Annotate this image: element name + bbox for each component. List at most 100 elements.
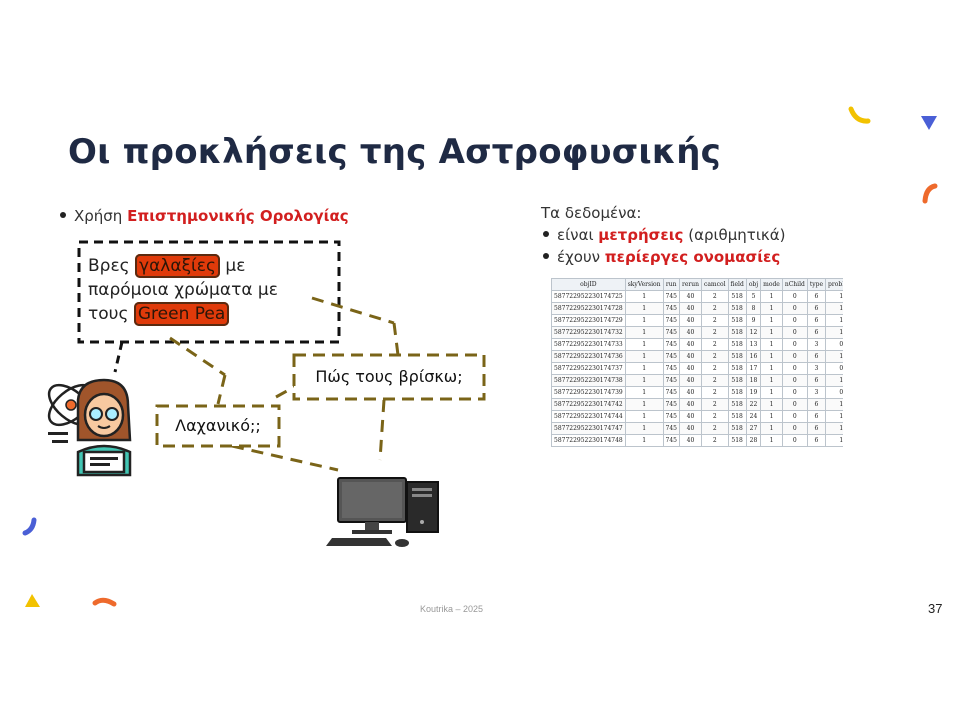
table-cell: 1 <box>825 302 843 315</box>
table-cell: 1 <box>624 350 664 363</box>
table-cell: 1 <box>760 362 783 375</box>
table-cell: 2 <box>700 326 729 339</box>
table-cell: 0 <box>781 374 808 387</box>
table-cell: 2 <box>700 386 729 399</box>
table-cell: 2 <box>700 422 729 435</box>
table-cell: 1 <box>624 422 664 435</box>
table-cell: 28 <box>745 434 762 447</box>
table-cell: 1 <box>624 302 664 315</box>
table-cell: 518 <box>727 398 747 411</box>
table-cell: 518 <box>727 422 747 435</box>
table-cell: 518 <box>727 314 747 327</box>
bullet-dot <box>543 230 549 237</box>
table-cell: 2 <box>700 434 729 447</box>
table-cell: 518 <box>727 374 747 387</box>
table-cell: 40 <box>678 362 702 375</box>
table-cell: 8 <box>745 302 762 315</box>
table-cell: 518 <box>727 326 747 339</box>
table-cell: 0 <box>781 434 808 447</box>
table-cell: 1 <box>825 374 843 387</box>
table-cell: 1 <box>825 422 843 435</box>
table-cell: 1 <box>760 374 783 387</box>
table-cell: 1 <box>825 290 843 303</box>
table-cell: 40 <box>678 338 702 351</box>
table-cell: 745 <box>662 350 680 363</box>
table-header-cell: skyVersion <box>624 278 664 291</box>
table-cell: 1 <box>624 386 664 399</box>
table-cell: 518 <box>727 362 747 375</box>
table-cell: 9 <box>745 314 762 327</box>
table-cell: 0 <box>781 314 808 327</box>
table-cell: 0 <box>825 386 843 399</box>
highlight-green-pea: Green Pea <box>133 302 230 326</box>
table-cell: 1 <box>624 338 664 351</box>
table-cell: 27 <box>745 422 762 435</box>
table-cell: 40 <box>678 350 702 363</box>
left-bullet-prefix: Χρήση <box>74 207 128 225</box>
table-cell: 6 <box>806 350 827 363</box>
speech-line-2: παρόμοια χρώματα με <box>88 280 278 300</box>
table-header-cell: camcol <box>700 278 729 291</box>
footer-text: Koutrika – 2025 <box>420 604 484 614</box>
vegetable-box-label: Λαχανικό;; <box>175 416 261 435</box>
table-cell: 0 <box>825 362 843 375</box>
table-cell: 518 <box>727 290 747 303</box>
table-cell: 1 <box>760 314 783 327</box>
table-cell: 2 <box>700 410 729 423</box>
table-cell: 1 <box>624 374 664 387</box>
table-cell: 17 <box>745 362 762 375</box>
table-cell: 0 <box>825 338 843 351</box>
table-cell: 3 <box>806 362 827 375</box>
table-cell: 13 <box>745 338 762 351</box>
data-bullet-1: είναι μετρήσεις (αριθμητικά) <box>543 226 785 244</box>
table-cell: 6 <box>806 434 827 447</box>
table-header-cell: nChild <box>781 278 808 291</box>
table-cell: 2 <box>700 374 729 387</box>
table-cell: 1 <box>825 398 843 411</box>
table-cell: 40 <box>678 326 702 339</box>
table-cell: 745 <box>662 338 680 351</box>
table-cell: 587722952230174747 <box>551 422 626 435</box>
left-bullet: Χρήση Επιστημονικής Ορολογίας <box>60 207 349 225</box>
table-header-cell: mode <box>760 278 783 291</box>
table-header-cell: run <box>662 278 680 291</box>
table-cell: 745 <box>662 290 680 303</box>
table-cell: 1 <box>760 302 783 315</box>
table-cell: 0 <box>781 326 808 339</box>
speech-line-1: Βρες γαλαξίες με <box>88 254 246 278</box>
table-cell: 587722952230174744 <box>551 410 626 423</box>
table-cell: 587722952230174729 <box>551 314 626 327</box>
table-cell: 1 <box>760 422 783 435</box>
table-cell: 6 <box>806 422 827 435</box>
table-cell: 6 <box>806 314 827 327</box>
table-cell: 5 <box>745 290 762 303</box>
table-cell: 40 <box>678 386 702 399</box>
table-cell: 2 <box>700 290 729 303</box>
data-heading: Τα δεδομένα: <box>541 204 642 222</box>
table-header-cell: rerun <box>678 278 702 291</box>
table-cell: 587722952230174725 <box>551 290 626 303</box>
table-cell: 1 <box>624 362 664 375</box>
table-cell: 587722952230174737 <box>551 362 626 375</box>
table-cell: 1 <box>624 314 664 327</box>
table-cell: 518 <box>727 386 747 399</box>
bullet-dot <box>543 252 549 259</box>
table-cell: 1 <box>760 326 783 339</box>
table-cell: 3 <box>806 338 827 351</box>
table-cell: 1 <box>624 434 664 447</box>
measurements-highlight: μετρήσεις <box>598 226 684 244</box>
table-cell: 2 <box>700 350 729 363</box>
table-cell: 12 <box>745 326 762 339</box>
table-cell: 745 <box>662 326 680 339</box>
table-cell: 1 <box>624 290 664 303</box>
table-cell: 587722952230174739 <box>551 386 626 399</box>
table-cell: 587722952230174732 <box>551 326 626 339</box>
